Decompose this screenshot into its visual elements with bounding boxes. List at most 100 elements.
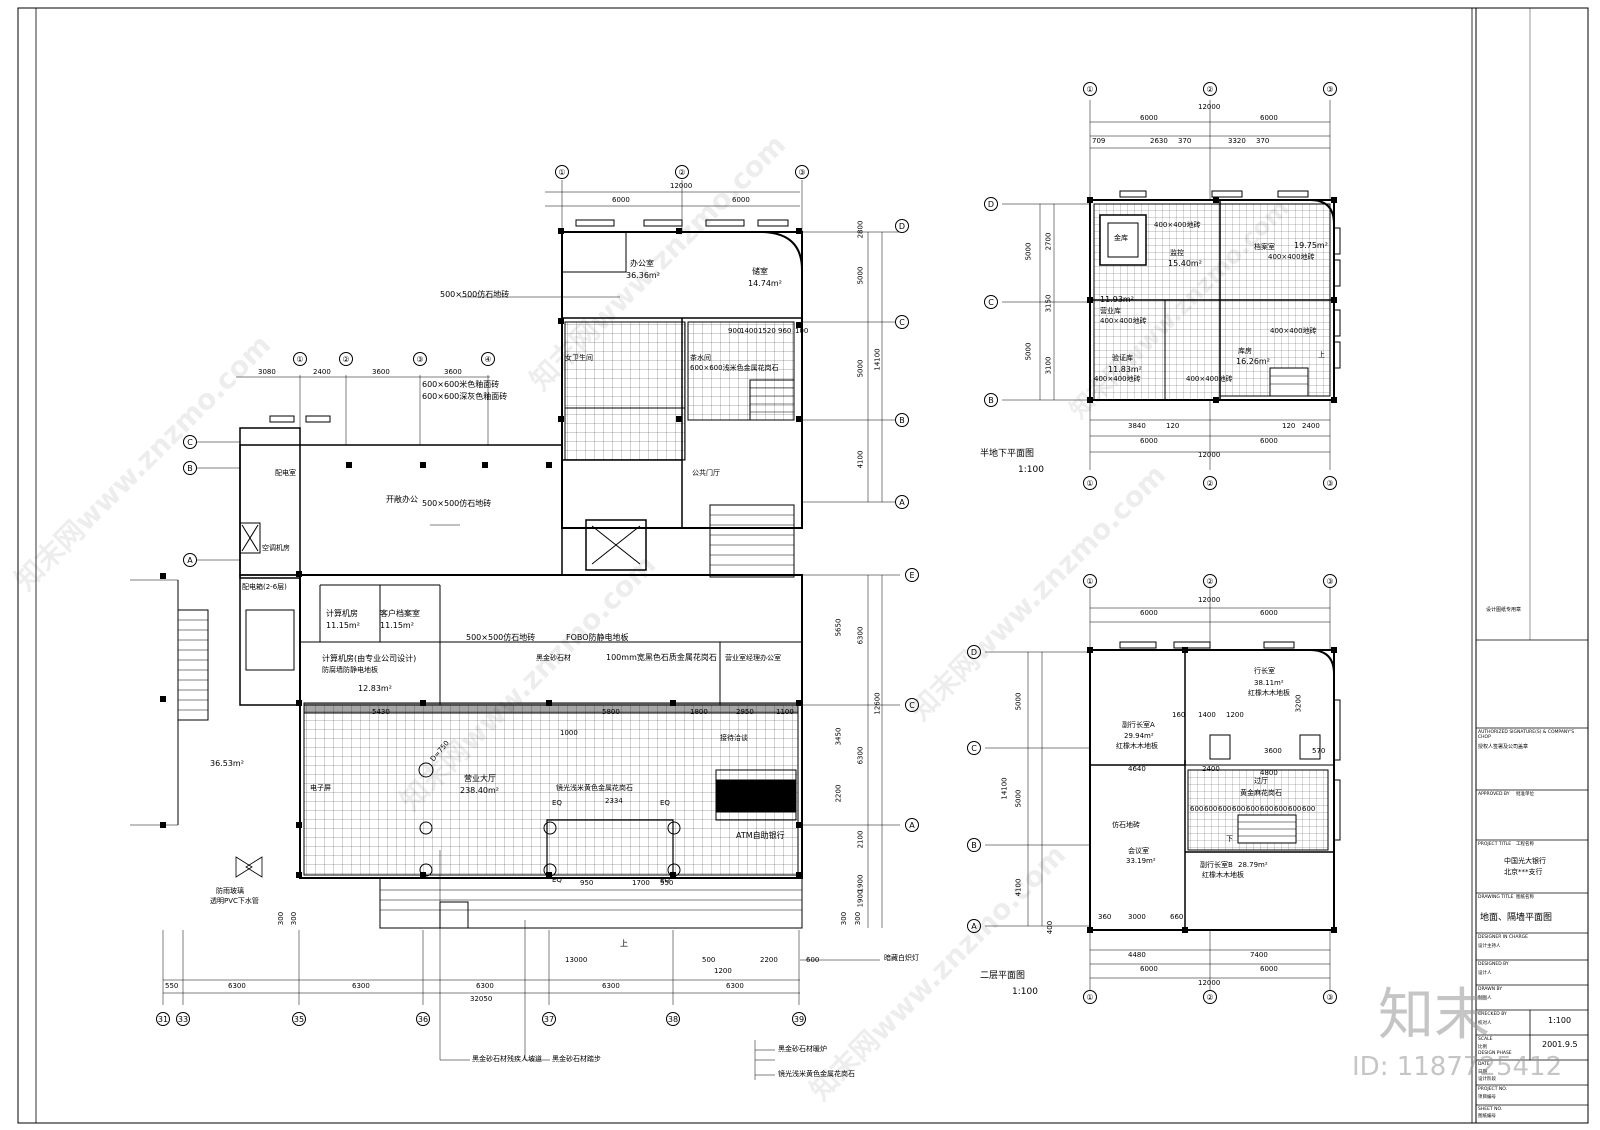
grid-bubble: ①	[1083, 476, 1097, 490]
dim: 2930	[734, 781, 752, 789]
room-label: 储室	[752, 267, 768, 276]
material-note: 透明PVC下水管	[210, 897, 259, 905]
dim: 3450	[834, 727, 843, 746]
grid-bubble: B	[183, 461, 197, 475]
dim: 120	[1282, 422, 1296, 430]
tb-auth-cn: 授权人签署及公司盖章	[1478, 744, 1529, 750]
dim: 1520	[758, 327, 776, 335]
dim: 6000	[612, 196, 630, 204]
floor-note: 400×400地砖	[1100, 317, 1147, 325]
grid-bubble: ②	[339, 352, 353, 366]
grid-bubble: ②	[1203, 82, 1217, 96]
room-floor: 仿石地砖	[1112, 821, 1140, 829]
room-label: 金库	[1114, 234, 1128, 242]
corridor-dim: 600	[1260, 805, 1274, 813]
dim: 300	[840, 911, 849, 926]
tb-designed-en: DESIGNED BY	[1478, 962, 1509, 967]
dim: 5000	[1014, 789, 1023, 808]
tb-checked-en: CHECKED BY	[1478, 1012, 1507, 1017]
floor-note: 400×400地砖	[1154, 221, 1201, 229]
dim: 6000	[1140, 114, 1158, 122]
grid-bubble: ②	[1203, 990, 1217, 1004]
room-area: 38.11m²	[1254, 679, 1284, 687]
room-label: ATM自助银行	[736, 831, 785, 840]
room-area: 11.93m²	[1100, 295, 1134, 304]
dim: 6300	[856, 746, 865, 765]
room-area: 11.83m²	[1108, 365, 1142, 374]
tb-checked-cn: 校对人	[1478, 1021, 1492, 1026]
dim: 5000	[856, 266, 865, 285]
dim: 6000	[1140, 609, 1158, 617]
floor-note: 400×400地砖	[1268, 253, 1315, 261]
room-label: 副行长室B	[1200, 861, 1233, 869]
tb-drawing-title: 地面、隔墙平面图	[1480, 913, 1553, 923]
dim: 5650	[834, 618, 843, 637]
tb-project-cn: 工程名称	[1516, 842, 1534, 847]
dim: 1400	[740, 327, 758, 335]
dim: 5430	[372, 708, 390, 716]
dim: 300	[854, 911, 863, 926]
tb-auth-en: AUTHORIZED SIGNATURE(S) & COMPANY'S CHOP	[1478, 730, 1575, 740]
room-label: 监控	[1170, 249, 1184, 257]
room-label: 过厅	[1254, 777, 1268, 785]
room-label: 档案室	[1254, 243, 1275, 251]
room-area: 19.75m²	[1294, 241, 1328, 250]
grid-bubble: ②	[675, 165, 689, 179]
dim: 2400	[313, 368, 331, 376]
tb-approved-cn: 批准单位	[1516, 792, 1534, 797]
dim: 14100	[873, 348, 882, 371]
tb-project-1: 中国光大银行	[1504, 857, 1546, 865]
material-note: 600×600米色釉面砖	[422, 380, 500, 389]
room-label: 电子屏	[310, 784, 331, 792]
dim: 2800	[856, 220, 865, 239]
grid-bubble: ③	[1323, 476, 1337, 490]
room-area: 28.79m²	[1238, 861, 1268, 869]
dim: 300	[277, 911, 286, 926]
material-note: 镜光浅米黄色金属花岗石	[778, 1070, 855, 1078]
grid-bubble: A	[905, 818, 919, 832]
dim: 370	[1256, 137, 1270, 145]
dim: 370	[1178, 137, 1192, 145]
dim: 3840	[1128, 422, 1146, 430]
dim: 400	[1046, 920, 1055, 935]
grid-bubble: ②	[1203, 574, 1217, 588]
grid-bubble: ③	[795, 165, 809, 179]
grid-bubble: B	[984, 393, 998, 407]
plan-title: 二层平面图	[980, 971, 1026, 981]
tb-projno-en: PROJECT NO.	[1478, 1087, 1508, 1092]
dim: 6300	[352, 982, 370, 990]
grid-bubble: 31	[156, 1012, 170, 1026]
material-note: 600×600深灰色釉面砖	[422, 392, 508, 401]
grid-bubble: C	[183, 435, 197, 449]
dim: 6300	[476, 982, 494, 990]
dim: 4480	[1128, 951, 1146, 959]
room-label: 茶水间	[690, 354, 711, 362]
plan-scale: 1:100	[1012, 987, 1038, 997]
dim: 709	[1092, 137, 1106, 145]
dim: 4640	[1128, 765, 1146, 773]
room-floor: 红橡木木地板	[1202, 871, 1244, 879]
room-label: 库房	[1238, 347, 1252, 355]
dim: 570	[1312, 747, 1326, 755]
dim: 120	[1166, 422, 1180, 430]
dim: 6000	[732, 196, 750, 204]
room-label: 计算机房	[326, 609, 358, 618]
dim: 1200	[714, 967, 732, 975]
dim: 12000	[670, 182, 693, 190]
floor-note: 400×400地砖	[1094, 375, 1141, 383]
tb-drawn-en: DRAWN BY	[1478, 987, 1503, 992]
dim: 2700	[1044, 232, 1053, 251]
dim: 12000	[1198, 451, 1221, 459]
dim: 3320	[1228, 137, 1246, 145]
room-area: 238.40m²	[460, 786, 499, 795]
material-note: 防腐墙防静电地板	[322, 666, 378, 674]
grid-bubble: B	[967, 838, 981, 852]
dim: 3150	[1044, 294, 1053, 313]
room-area: 36.53m²	[210, 759, 244, 768]
dim: 6000	[1140, 437, 1158, 445]
material-note: 黑金砂石材残疾人坡道	[472, 1055, 542, 1063]
material-note: 600×600浅米色金属花岗石	[690, 364, 779, 372]
dim: 6000	[1260, 437, 1278, 445]
room-label: 副行长室A	[1122, 721, 1155, 729]
